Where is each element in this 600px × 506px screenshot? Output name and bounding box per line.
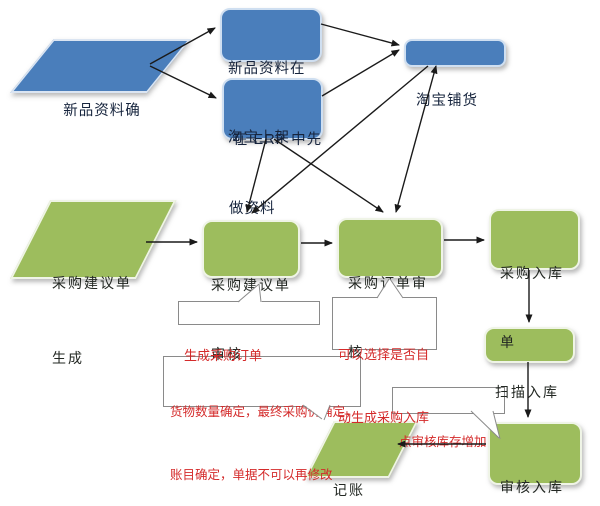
text-line: 采购入库 <box>500 265 564 281</box>
node-taobao-stock <box>404 39 506 67</box>
callout-audit-stock-text: 点审核库存增加 <box>399 390 487 495</box>
text-line: 单 <box>500 334 516 350</box>
text-line: 生成 <box>52 350 84 366</box>
node-purchase-order-audit <box>337 218 443 278</box>
text-line: 新品资料在 <box>228 61 306 77</box>
text-line: 核 <box>348 344 364 360</box>
arrow-erp-to-taobaostock <box>321 49 400 97</box>
text-line: 扫描入库 <box>495 384 559 400</box>
node-purchase-suggest-gen-label: 采购建议单 生成 <box>52 221 132 421</box>
text-line: 账目确定，单据不可以再修改 <box>170 468 333 482</box>
text-line: 动生成采购入库 <box>338 410 430 425</box>
text-line: 采购建议单 <box>211 277 291 293</box>
node-taobao-listing <box>220 8 322 62</box>
node-scan-inbound <box>484 327 575 363</box>
text-line: 可以选择是否自 <box>338 347 430 362</box>
callout-auto-inbound <box>332 297 437 350</box>
arrow-listing-to-taobaostock <box>320 23 400 47</box>
callout-generate-po-text: 生成采购订单 <box>184 303 262 408</box>
text-line: 生成采购订单 <box>184 348 263 363</box>
callout-audit-stock <box>392 387 505 414</box>
text-line: 采购订单审 <box>348 275 428 291</box>
node-taobao-stock-label: 淘宝铺货 <box>416 44 478 159</box>
text-line: 点审核库存增加 <box>399 435 487 449</box>
callout-auto-inbound-text: 可以选择是否自 动生成采购入库 <box>338 302 429 470</box>
node-purchase-inbound-order <box>489 209 580 270</box>
text-line: 审核 <box>211 346 243 362</box>
text-line: 在 ERP 中先 <box>233 132 323 148</box>
node-new-product-data-label: 新品资料确 <box>46 54 158 169</box>
text-line: 淘宝铺货 <box>416 93 478 109</box>
text-line: 新品资料确 <box>63 103 141 119</box>
text-line: 采购建议单 <box>52 275 132 291</box>
node-audit-inbound-order <box>488 422 582 485</box>
node-bookkeeping-label: 记账 <box>333 433 365 506</box>
text-line: 记账 <box>333 482 365 498</box>
text-line: 审核入库 <box>500 479 564 495</box>
text-line: 货物数量确定，最终采购价确定， <box>170 405 358 419</box>
callout-final-confirm <box>163 356 361 407</box>
callout-final-confirm-text: 货物数量确定，最终采购价确定， 账目确定，单据不可以再修改 <box>170 360 358 506</box>
node-scan-inbound-label: 扫描入库 <box>495 335 559 450</box>
node-purchase-inbound-order-label: 采购入库 单 <box>500 216 564 400</box>
node-audit-inbound-order-label: 审核入库 单 <box>500 430 564 506</box>
text-line: 做资料 <box>229 201 276 217</box>
node-purchase-suggest-audit <box>202 220 300 278</box>
